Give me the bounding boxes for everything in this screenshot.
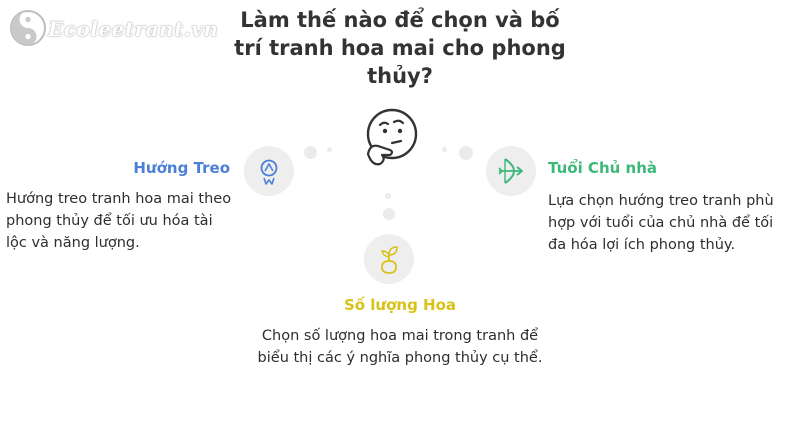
heading-tuoi-chu-nha: Tuổi Chủ nhà [548,159,657,177]
watermark-logo: Ecoleetrant.vn [8,8,218,56]
connector-dot [385,193,391,199]
heading-huong-treo: Hướng Treo [133,159,230,177]
text-so-luong-hoa: Chọn số lượng hoa mai trong tranh để biể… [257,328,543,366]
heading-so-luong-hoa: Số lượng Hoa [343,296,457,314]
connector-dot [383,208,395,220]
bow-arrow-icon [486,146,536,196]
connector-dot [442,147,447,152]
connector-dot [459,146,473,160]
watermark-text: Ecoleetrant.vn [48,17,219,41]
yin-yang-icon [10,10,46,46]
text-tuoi-chu-nha: Lựa chọn hướng treo tranh phù hợp với tu… [548,193,774,253]
compass-icon [244,146,294,196]
text-huong-treo: Hướng treo tranh hoa mai theo phong thủy… [6,191,232,251]
connector-dot [304,146,317,159]
sprout-icon [364,234,414,284]
thinking-face-icon [356,106,422,172]
connector-dot [327,147,332,152]
diagram-title: Làm thế nào để chọn và bố trí tranh hoa … [234,8,566,88]
